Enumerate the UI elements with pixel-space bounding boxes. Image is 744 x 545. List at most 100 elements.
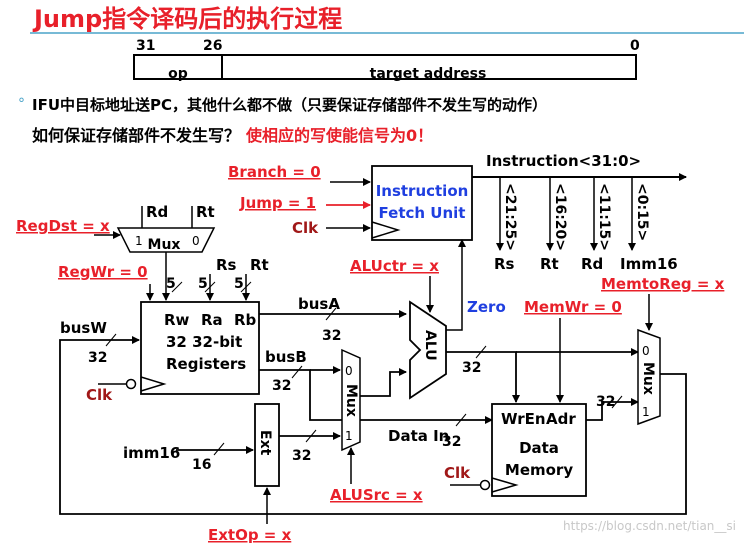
memtoreg-mux-label: Mux	[640, 362, 656, 395]
slash-ra	[204, 281, 216, 293]
mem-label-2: Memory	[505, 461, 573, 479]
busw-label: busW	[60, 319, 107, 337]
reg-rb: Rb	[234, 311, 257, 329]
busb-datain-wire	[259, 369, 493, 424]
alu-result-width: 32	[462, 360, 481, 376]
ext-label: Ext	[257, 430, 273, 456]
bullet: °	[18, 96, 25, 112]
mem-wren: WrEn	[501, 410, 546, 428]
data-in-label: Data In	[388, 427, 449, 445]
regfile-clk-label: Clk	[86, 386, 113, 404]
field-target: target address	[370, 66, 487, 82]
bit0-label: 0	[630, 38, 640, 54]
field-11-15: <11:15>	[596, 183, 612, 251]
zero-wire	[446, 239, 466, 331]
memtoreg-mux-0: 0	[642, 344, 650, 358]
ifu-clk-label: Clk	[292, 219, 319, 237]
busb-width: 32	[272, 378, 291, 394]
writeback-wire	[59, 339, 687, 515]
busw-slash	[105, 333, 117, 347]
alusrc-mux-label: Mux	[343, 384, 359, 417]
mem-clk-bubble	[479, 479, 491, 491]
width-5-ra: 5	[198, 276, 208, 292]
busb-label: busB	[265, 348, 307, 366]
out-rt: Rt	[540, 255, 559, 273]
instr-format-box	[133, 54, 637, 80]
regdst-mux-0: 0	[192, 234, 200, 248]
note-answer: 使相应的写使能信号为0！	[245, 126, 433, 145]
alusrc-out-wire	[360, 368, 407, 397]
ctrl-branch: Branch = 0	[228, 163, 321, 181]
imm16-in-label: imm16	[123, 444, 180, 462]
busa-label: busA	[298, 295, 340, 313]
data-memory	[491, 403, 587, 497]
instruction-bus-label: Instruction<31:0>	[486, 152, 641, 170]
mem-out-wire	[586, 398, 639, 421]
ctrl-extop: ExtOp = x	[208, 526, 292, 544]
memtoreg-mux-1: 1	[642, 405, 650, 419]
data-in-slash	[455, 413, 467, 427]
regfile-in-rt: Rt	[250, 256, 269, 274]
busa-slash	[325, 307, 337, 321]
alusrc-mux-1: 1	[345, 429, 353, 443]
ifu-label-2: Fetch Unit	[379, 204, 466, 222]
busa-width: 32	[322, 328, 341, 344]
memtoreg-mux	[637, 328, 661, 426]
ext-out-slash	[305, 429, 317, 443]
ctrl-regwr: RegWr = 0	[58, 263, 148, 281]
field-21-25: <21:25>	[502, 183, 518, 251]
mem-clock-triangle	[491, 477, 519, 493]
ctrl-memwr: MemWr = 0	[524, 298, 622, 316]
bit31-label: 31	[136, 38, 155, 54]
reg-rw: Rw	[164, 311, 190, 329]
ifu-box	[371, 165, 473, 241]
ifu-label-1: Instruction	[376, 182, 469, 200]
regdst-in-rt: Rt	[196, 203, 215, 221]
mem-adr: Adr	[546, 410, 576, 428]
ctrl-regdst: RegDst = x	[16, 217, 110, 235]
slash-rw	[171, 281, 183, 293]
width-5-rb: 5	[234, 276, 244, 292]
mem-clk-label: Clk	[444, 464, 471, 482]
regdst-mux-label: Mux	[148, 237, 181, 253]
busw-width: 32	[88, 350, 107, 366]
imm16-slash	[213, 442, 225, 456]
out-rs: Rs	[494, 255, 515, 273]
ifu-clock-triangle	[371, 221, 401, 239]
alu	[409, 300, 447, 400]
mem-out-width: 32	[596, 394, 615, 410]
alu-result-slash	[475, 345, 487, 359]
regfile-in-rs: Rs	[216, 256, 237, 274]
regdst-mux-1: 1	[135, 234, 143, 248]
page-title: Jump指令译码后的执行过程	[32, 5, 342, 33]
regdst-mux	[116, 227, 216, 253]
out-rd: Rd	[581, 255, 603, 273]
ctrl-alusrc: ALUSrc = x	[330, 486, 423, 504]
out-imm16: Imm16	[620, 255, 678, 273]
note-line1: IFU中目标地址送PC，其他什么都不做（只要保证存储部件不发生写的动作）	[32, 96, 547, 114]
ctrl-jump: Jump = 1	[239, 194, 316, 212]
regdst-in-rd: Rd	[146, 203, 168, 221]
ext-out-width: 32	[292, 448, 311, 464]
alusrc-mux	[341, 348, 361, 452]
alusrc-mux-0: 0	[345, 364, 353, 378]
reg-ra: Ra	[201, 311, 223, 329]
width-5-rw: 5	[166, 276, 176, 292]
bit26-label: 26	[203, 38, 222, 54]
busb-slash	[291, 365, 303, 379]
register-file	[140, 301, 260, 395]
mem-out-slash	[611, 395, 623, 409]
slash-rb	[240, 281, 252, 293]
imm16-width: 16	[192, 457, 211, 473]
ext-unit	[254, 403, 280, 487]
regfile-clock-triangle	[140, 376, 167, 392]
ctrl-aluctr: ALUctr = x	[350, 257, 439, 275]
field-op: op	[168, 66, 188, 82]
zero-label: Zero	[467, 298, 506, 316]
field-16-20: <16:20>	[552, 183, 568, 251]
watermark: https://blog.csdn.net/tian__si	[563, 519, 736, 533]
ctrl-memtoreg: MemtoReg = x	[601, 275, 725, 293]
reg-desc-2: Registers	[166, 355, 246, 373]
